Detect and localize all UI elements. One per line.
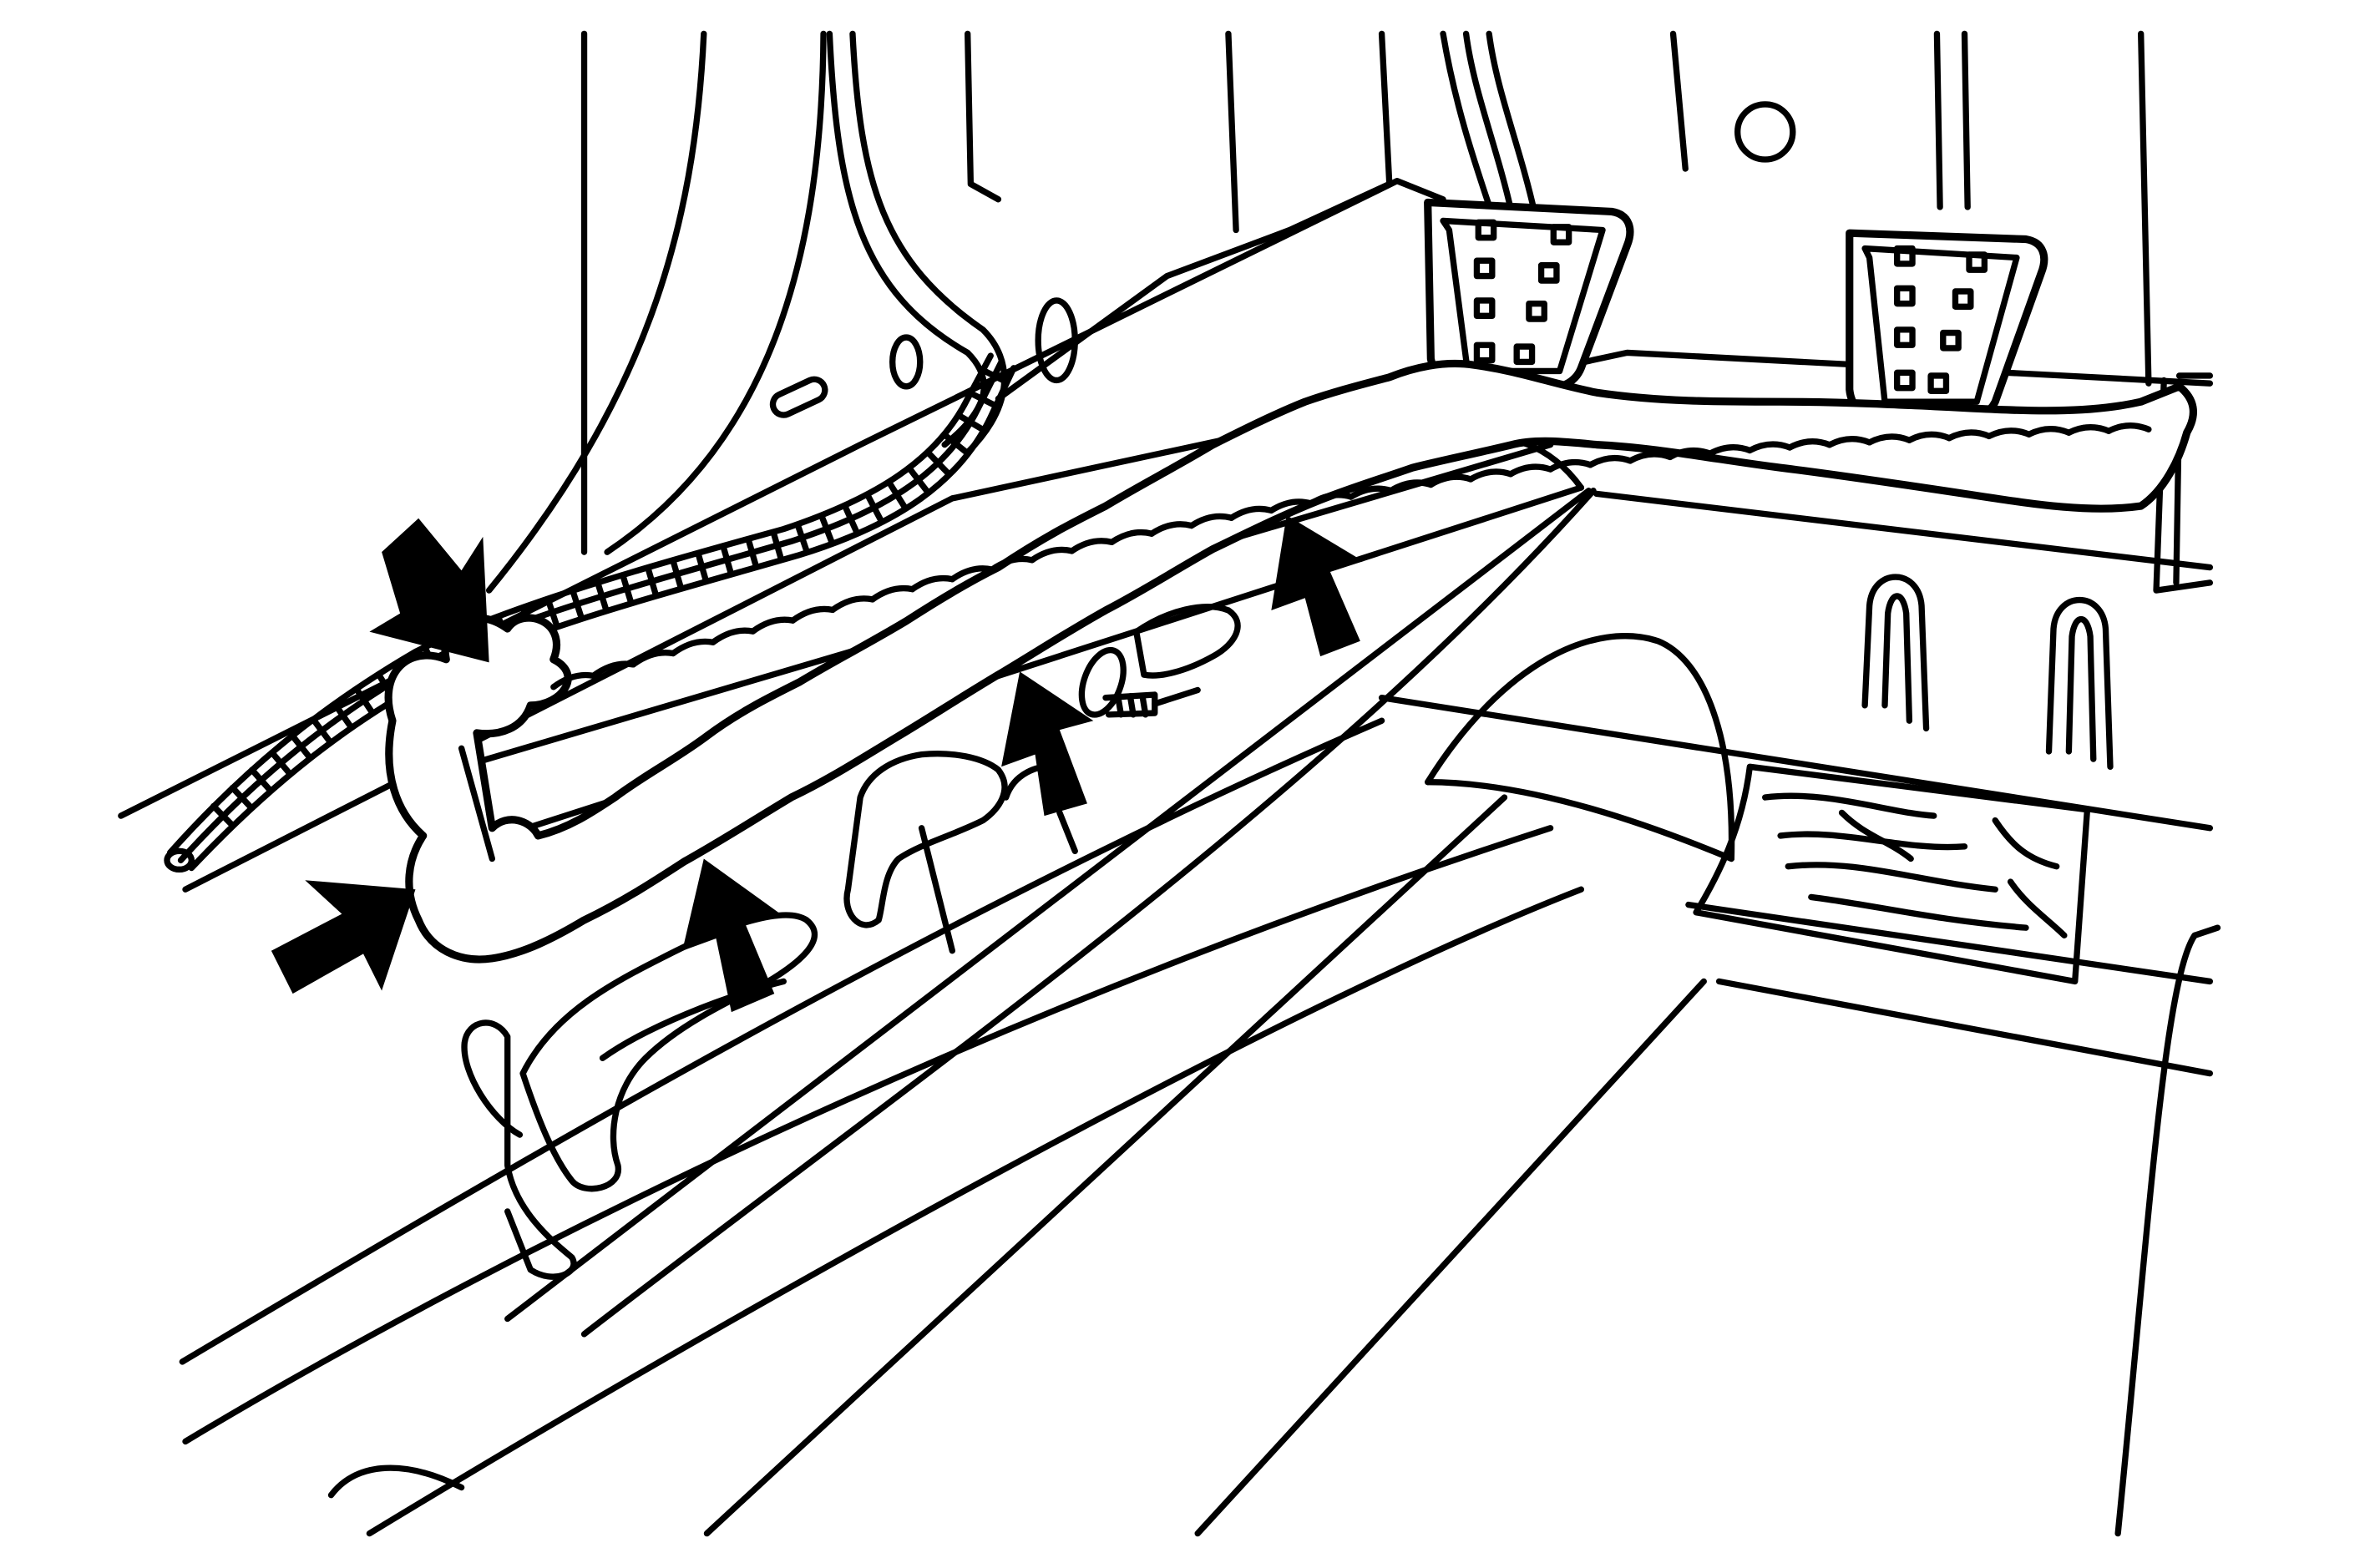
foam-scallop	[2105, 422, 2152, 434]
conduit-rib	[720, 543, 734, 576]
conduit-rib	[332, 701, 354, 730]
foam-scallop	[1029, 546, 1076, 564]
foam-scallop	[1746, 441, 1793, 454]
conduit-rib	[229, 784, 255, 812]
foam-scallop	[550, 671, 597, 690]
arrow-4	[1001, 671, 1094, 817]
conduit-rib	[967, 390, 999, 409]
pedal-tread-squares	[1473, 219, 1572, 366]
foam-scallop	[670, 638, 717, 657]
accelerator-pedal	[1846, 229, 2048, 423]
conduit-rib	[770, 529, 784, 562]
conduit-rib	[794, 521, 810, 554]
conduit-rib	[595, 579, 610, 613]
foam-scallop	[590, 660, 636, 679]
foam-scallop	[1507, 463, 1554, 478]
foam-scallop	[1627, 451, 1674, 464]
foam-scallop	[2065, 424, 2112, 436]
harness-conduit	[164, 352, 1017, 873]
conduit-rib	[249, 766, 274, 794]
conduit-rib	[818, 513, 835, 545]
conduit-rib	[645, 564, 659, 598]
foam-scallop	[949, 565, 995, 583]
foam-scallop	[1667, 447, 1714, 461]
foam-scallop	[1348, 485, 1395, 500]
conduit-rib	[941, 432, 970, 456]
conduit-rib	[955, 412, 986, 432]
callout-arrows	[271, 515, 1364, 1013]
conduit-rib	[310, 716, 333, 746]
arrow-3	[682, 858, 781, 1013]
foam-scallop	[1108, 529, 1155, 546]
foam-scallop	[630, 650, 676, 668]
conduit-rib	[620, 572, 635, 605]
pedal-tread-squares	[1894, 245, 1988, 395]
foam-scallop	[1986, 427, 2033, 440]
foam-scallop	[2025, 426, 2073, 438]
foam-scallop	[1188, 513, 1235, 529]
foam-scallop	[1228, 505, 1275, 521]
arrow-2	[271, 880, 416, 994]
conduit-rib	[353, 685, 375, 716]
foam-scallop	[1906, 431, 1952, 443]
conduit-rib	[745, 536, 759, 569]
foam-scallop	[1148, 521, 1195, 537]
conduit-ribs	[210, 367, 1010, 829]
foam-scallop	[749, 616, 796, 635]
door-pillar	[485, 30, 2152, 594]
foam-scallop	[1866, 433, 1913, 446]
foam-scallop	[1268, 498, 1314, 514]
foam-scallop	[909, 574, 955, 593]
foam-scallop	[829, 595, 876, 614]
conduit-rib	[695, 550, 709, 584]
floor-tape-patch	[1693, 763, 2091, 985]
foam-scallop	[1547, 458, 1594, 473]
retaining-bolt	[1078, 646, 1201, 718]
foam-scallop	[1826, 436, 1873, 448]
foam-scallops	[550, 422, 2152, 690]
foam-scallop	[1387, 479, 1435, 494]
foam-scallop	[1427, 473, 1474, 488]
conduit-rib	[979, 367, 1010, 386]
conduit-rib	[842, 503, 860, 535]
foam-scallop	[1587, 454, 1633, 468]
conduit-rib	[670, 557, 684, 591]
foam-scallop	[710, 627, 757, 645]
conduit-rib	[864, 492, 884, 524]
conduit-rib	[210, 802, 236, 829]
foam-scallop	[1706, 444, 1754, 457]
foam-scallop	[1068, 538, 1116, 554]
foam-scallop	[1467, 468, 1514, 483]
foam-scallop	[789, 605, 836, 624]
conduit-rib	[269, 749, 293, 777]
foam-insulation-bead	[384, 359, 2197, 964]
foam-scallop	[989, 555, 1036, 573]
conduit-rib	[289, 732, 313, 761]
conduit-rib	[925, 449, 951, 476]
conduit-rib	[570, 588, 585, 620]
foam-scallop	[1786, 438, 1833, 451]
conduit-rib	[544, 595, 560, 629]
arrow-5	[1271, 515, 1364, 657]
foam-scallop	[1308, 492, 1355, 507]
foam-scallop	[1946, 429, 1993, 442]
conduit-rib	[886, 479, 908, 510]
conduit-rib	[906, 465, 930, 494]
arrow-1	[369, 518, 489, 663]
foam-scallop	[869, 584, 916, 603]
